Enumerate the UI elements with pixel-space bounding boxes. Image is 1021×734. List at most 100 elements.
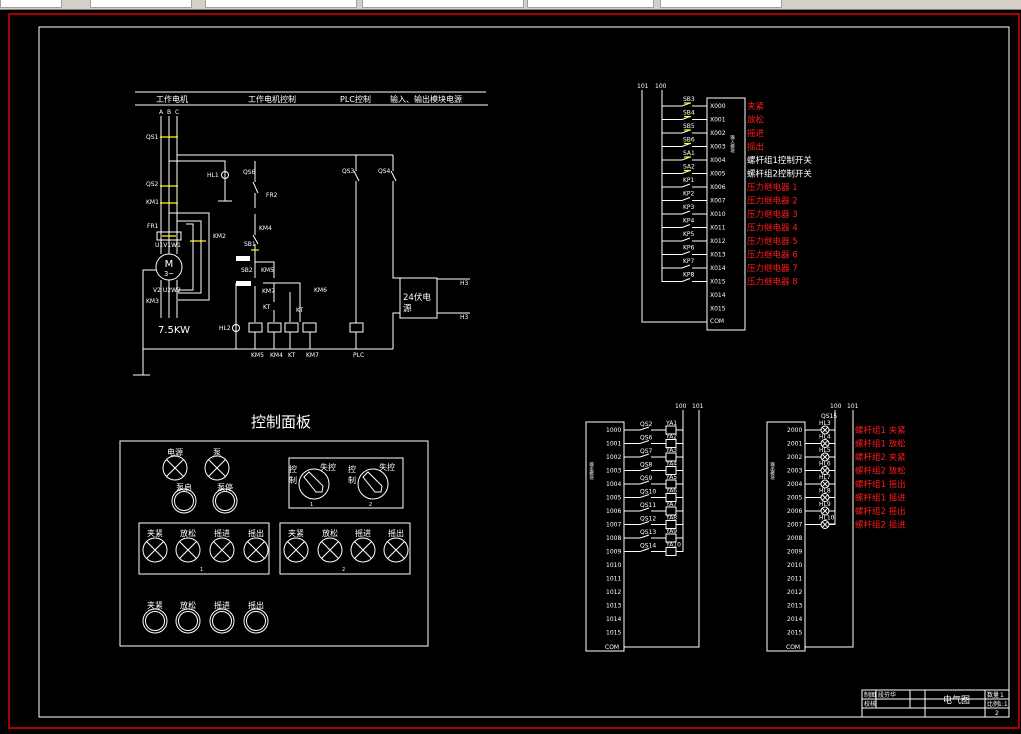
- indicator-lamp-icon: [821, 467, 829, 474]
- label-sb1: SB1: [244, 241, 256, 248]
- toolbar-field[interactable]: [0, 0, 62, 8]
- layer-dropdown[interactable]: [205, 0, 357, 8]
- output-address: 2000: [787, 427, 802, 434]
- label-hl2: HL2: [219, 325, 231, 332]
- lamp-label: HL5: [819, 447, 831, 454]
- lineweight-dropdown[interactable]: [660, 0, 782, 8]
- label-sb2: SB2: [241, 267, 253, 274]
- contact-symbol: [662, 183, 707, 188]
- input-address: X013: [710, 252, 726, 259]
- drawing-name: 电气图: [943, 694, 970, 706]
- output-address: 2005: [787, 495, 802, 502]
- output-description: 螺杆组2 放松: [855, 466, 906, 477]
- panel-lamp-icon: [243, 537, 269, 563]
- contact-symbol: [662, 278, 707, 282]
- coil-label-plc: PLC: [353, 352, 364, 359]
- label-qs1: QS1: [146, 134, 159, 141]
- panel-lamp-icon: [354, 541, 372, 559]
- panel-lamp-label: 夹紧: [288, 528, 304, 538]
- input-address: X005: [710, 171, 726, 178]
- panel-lamp-label: 放松: [322, 528, 338, 538]
- contact-symbol: [662, 251, 707, 255]
- panel-button-label: 夹紧: [147, 600, 163, 610]
- solenoid-label: YA5: [665, 474, 677, 481]
- indicator-lamp-icon: [820, 452, 830, 462]
- lamp-label: HL6: [819, 461, 831, 468]
- plc-input-module: 101 100 输入模块 COM X000SB3夹紧X001SB4放松X002S…: [637, 83, 812, 331]
- lamp-label: HL9: [819, 501, 831, 508]
- header-plc: PLC控制: [340, 94, 371, 104]
- output-switch-label: QS7: [640, 448, 653, 455]
- indicator-lamp-icon: [821, 507, 829, 515]
- output-description: 螺杆组1 放松: [855, 439, 906, 450]
- drawing-canvas[interactable]: 工作电机 工作电机控制 PLC控制 输入、输出模块电源 A B C QS1 QS…: [0, 10, 1021, 734]
- indicator-lamp-icon: [820, 493, 830, 502]
- indicator-lamp-icon: [821, 453, 829, 461]
- bus-101-label: 101: [692, 403, 704, 410]
- output-description: 螺杆组1 摇进: [855, 493, 906, 504]
- panel-lamp-icon: [287, 541, 305, 559]
- input-description: 压力继电器 2: [747, 196, 798, 207]
- toolbar-field[interactable]: [90, 0, 192, 8]
- selector-knob: [362, 471, 383, 493]
- output-address: 2001: [787, 441, 802, 448]
- input-address: X015: [710, 306, 726, 313]
- input-switch-label: KP3: [683, 204, 695, 211]
- output-address: 1004: [606, 481, 621, 488]
- panel-lamp-label: 放松: [180, 528, 196, 538]
- panel-lamp-icon: [146, 541, 164, 559]
- output-address: 1003: [606, 468, 621, 475]
- output-address: 1008: [606, 535, 621, 542]
- output-address: 2008: [787, 535, 802, 542]
- input-switch-label: KP5: [683, 231, 695, 238]
- indicator-lamp-icon: [821, 521, 829, 528]
- output-address: 2007: [787, 522, 802, 529]
- output-address: 2002: [787, 454, 802, 461]
- color-dropdown[interactable]: [362, 0, 524, 8]
- output-address: 1012: [606, 589, 621, 596]
- panel-button: [178, 611, 198, 631]
- output-address: 1005: [606, 495, 621, 502]
- contact-symbol: [624, 507, 666, 512]
- group-tag: 2: [342, 567, 345, 573]
- lamp-label: HL10: [819, 515, 835, 522]
- label-out1: H3: [460, 280, 469, 287]
- indicator-lamp-icon: [820, 425, 830, 435]
- output-address: 2004: [787, 481, 802, 488]
- solenoid-label: YA9: [665, 528, 677, 535]
- com-label: COM: [710, 318, 724, 325]
- motor-schematic: 工作电机 工作电机控制 PLC控制 输入、输出模块电源 A B C QS1 QS…: [133, 91, 488, 376]
- panel-button: [209, 608, 235, 634]
- output-address: 1014: [606, 616, 621, 623]
- button-sb1-head: [236, 256, 250, 261]
- panel-lamp-label: 摇出: [388, 528, 404, 538]
- output-switch-label: QS14: [640, 543, 656, 550]
- indicator-lamp-icon: [820, 520, 830, 529]
- output-description: 螺杆组2 摇出: [855, 506, 906, 517]
- linetype-dropdown[interactable]: [527, 0, 654, 8]
- label-kt1: KT: [263, 304, 270, 311]
- indicator-lamp-icon: [820, 506, 830, 516]
- output-switch-label: QS12: [640, 516, 656, 523]
- label-fr1: FR1: [147, 223, 159, 230]
- panel-button: [174, 491, 194, 511]
- panel-lamp-icon: [204, 455, 230, 481]
- panel-lamp-label: 摇出: [248, 528, 264, 538]
- lamp-label: HL3: [819, 420, 831, 427]
- group-tag: 1: [200, 567, 203, 573]
- input-switch-label: SA1: [683, 150, 695, 157]
- input-address: X014: [710, 292, 726, 299]
- input-switch-label: KP7: [683, 258, 695, 265]
- motor-symbol: [155, 253, 183, 281]
- drawn-by: 段芬华: [878, 691, 896, 699]
- lamp-label: HL4: [819, 434, 831, 441]
- input-description: 压力继电器 1: [747, 182, 798, 193]
- panel-title: 控制面板: [251, 413, 311, 431]
- panel-lamp-label: 摇进: [355, 528, 371, 538]
- input-description: 摇进: [747, 128, 765, 139]
- input-address: X011: [710, 225, 726, 232]
- button-sb2-head: [236, 281, 251, 286]
- input-address: X010: [710, 211, 726, 218]
- indicator-lamp-icon: [821, 480, 829, 488]
- solenoid-label: YA6: [665, 488, 677, 495]
